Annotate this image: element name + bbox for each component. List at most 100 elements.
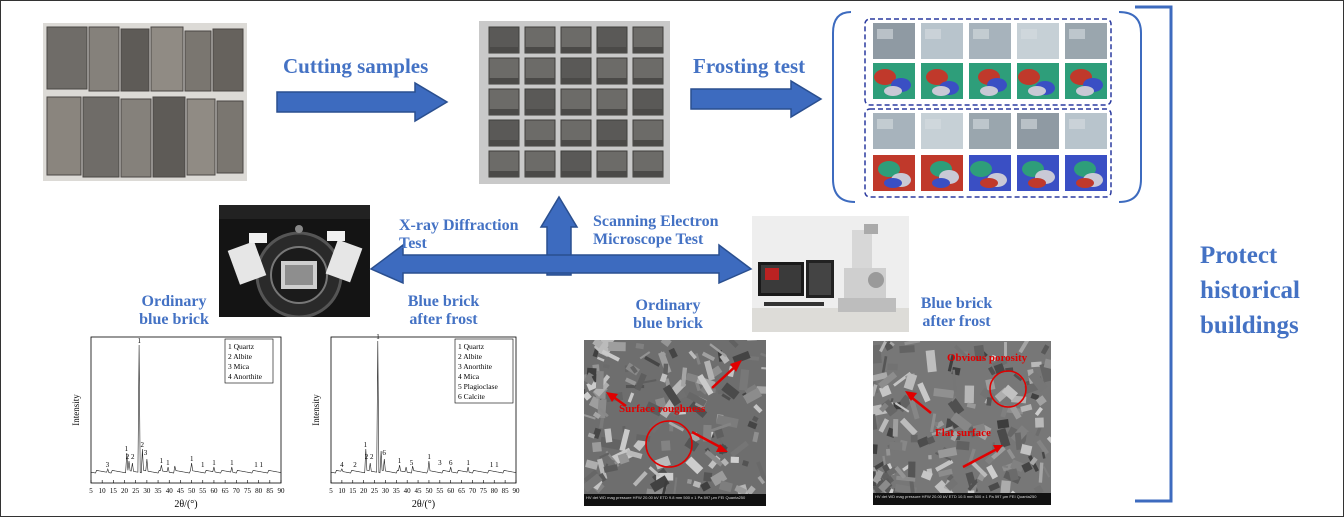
xrd-legend-item: 4 Mica [458, 372, 480, 381]
sem-right-annotation-porosity: Obvious porosity [947, 352, 1028, 364]
xrd-tick-label: 15 [349, 487, 357, 495]
xrd-tick-label: 90 [513, 487, 521, 495]
xrd-tick-label: 20 [360, 487, 368, 495]
svg-text:1 1: 1 1 [254, 461, 263, 469]
svg-text:1: 1 [160, 457, 164, 465]
xrd-tick-label: 30 [382, 487, 390, 495]
xrd-legend-item: 3 Anorthite [458, 362, 493, 371]
xrd-tick-label: 35 [155, 487, 163, 495]
xrd-legend-item: 2 Albite [228, 352, 253, 361]
sem-right-title: Blue brick after frost [920, 295, 993, 331]
frosting-label: Frosting test [693, 54, 806, 78]
xrd-tick-label: 15 [110, 487, 118, 495]
xrd-tick-label: 55 [199, 487, 207, 495]
xrd-tick-label: 50 [188, 487, 196, 495]
svg-text:3: 3 [144, 449, 148, 457]
svg-text:2: 2 [140, 441, 144, 449]
xrd-legend-item: 3 Mica [228, 362, 250, 371]
xrd-legend-item: 2 Albite [458, 352, 483, 361]
svg-text:2: 2 [353, 461, 357, 469]
svg-text:1: 1 [398, 457, 402, 465]
xrd-left-title: Ordinary blue brick [139, 293, 209, 329]
xrd-right-title: Blue brick after frost [407, 293, 480, 329]
svg-text:6: 6 [382, 449, 386, 457]
svg-text:3: 3 [438, 459, 442, 467]
xrd-tick-label: 70 [469, 487, 477, 495]
xrd-label: X-ray Diffraction Test [399, 217, 519, 253]
svg-text:1: 1 [364, 441, 368, 449]
svg-text:1: 1 [201, 461, 205, 469]
xrd-xlabel: 2θ/(°) [174, 499, 197, 510]
xrd-legend-item: 1 Quartz [458, 342, 485, 351]
svg-text:1: 1 [376, 333, 380, 341]
svg-text:1 1: 1 1 [490, 461, 499, 469]
xrd-legend-item: 5 Plagioclase [458, 382, 498, 391]
sem-image-ordinary [584, 340, 766, 506]
xrd-tick-label: 85 [266, 487, 274, 495]
right-arrow-icon [690, 79, 823, 119]
svg-text:4: 4 [340, 461, 344, 469]
frost-test-panel [832, 11, 1142, 203]
xrd-tick-label: 25 [371, 487, 379, 495]
xrd-ylabel: Intensity [311, 394, 321, 426]
xrd-tick-label: 55 [436, 487, 444, 495]
sem-left-title: Ordinary blue brick [633, 297, 703, 333]
cutting-label: Cutting samples [283, 54, 429, 78]
xrd-tick-label: 85 [502, 487, 510, 495]
goal-label: Protect historical buildings [1200, 242, 1300, 339]
xrd-tick-label: 5 [329, 487, 333, 495]
xrd-tick-label: 5 [89, 487, 93, 495]
xrd-tick-label: 40 [166, 487, 174, 495]
xrd-tick-label: 65 [222, 487, 230, 495]
xrd-tick-label: 10 [99, 487, 107, 495]
xrd-legend-item: 4 Anorthite [228, 372, 263, 381]
sem-station-photo [752, 216, 909, 332]
brick-samples-photo [43, 23, 247, 181]
xrd-tick-label: 90 [278, 487, 286, 495]
sem-right-annotation-flat: Flat surface [935, 427, 991, 439]
xrd-tick-label: 75 [244, 487, 252, 495]
right-arrow-icon [276, 81, 449, 123]
branch-arrows-icon [369, 195, 753, 285]
svg-text:1: 1 [466, 459, 470, 467]
svg-text:1: 1 [125, 445, 129, 453]
xrd-tick-label: 10 [338, 487, 346, 495]
svg-text:2 2: 2 2 [365, 453, 374, 461]
bracket-icon [1135, 5, 1173, 503]
xrd-tick-label: 30 [143, 487, 151, 495]
svg-text:1: 1 [166, 459, 170, 467]
svg-text:6: 6 [449, 459, 453, 467]
svg-text:5: 5 [410, 459, 414, 467]
xrd-legend-item: 6 Calcite [458, 392, 486, 401]
sem-label: Scanning Electron Microscope Test [593, 213, 719, 249]
svg-text:1: 1 [138, 337, 142, 345]
svg-text:3: 3 [106, 461, 110, 469]
xrd-tick-label: 45 [415, 487, 423, 495]
svg-text:1: 1 [190, 455, 194, 463]
cut-cubes-photo [479, 21, 670, 184]
xrd-tick-label: 70 [233, 487, 241, 495]
svg-text:1: 1 [230, 459, 234, 467]
xrd-tick-label: 60 [210, 487, 218, 495]
sem-left-footer: HV det WD mag pressure HFW 20.00 kV ETD … [586, 495, 746, 500]
svg-text:2 2: 2 2 [126, 453, 135, 461]
xrd-machine-photo [219, 205, 370, 317]
sem-left-annotation: Surface roughness [619, 403, 706, 415]
xrd-tick-label: 35 [393, 487, 401, 495]
sem-right-footer: HV det WD mag pressure HFW 20.00 kV ETD … [875, 494, 1037, 499]
xrd-tick-label: 80 [491, 487, 499, 495]
xrd-tick-label: 75 [480, 487, 488, 495]
xrd-tick-label: 60 [447, 487, 455, 495]
xrd-tick-label: 45 [177, 487, 185, 495]
xrd-tick-label: 80 [255, 487, 263, 495]
xrd-tick-label: 65 [458, 487, 466, 495]
svg-text:1: 1 [212, 459, 216, 467]
svg-text:1: 1 [427, 453, 431, 461]
xrd-legend-item: 1 Quartz [228, 342, 255, 351]
xrd-tick-label: 40 [404, 487, 412, 495]
sem-image-frost [873, 341, 1051, 505]
xrd-xlabel: 2θ/(°) [412, 499, 435, 510]
